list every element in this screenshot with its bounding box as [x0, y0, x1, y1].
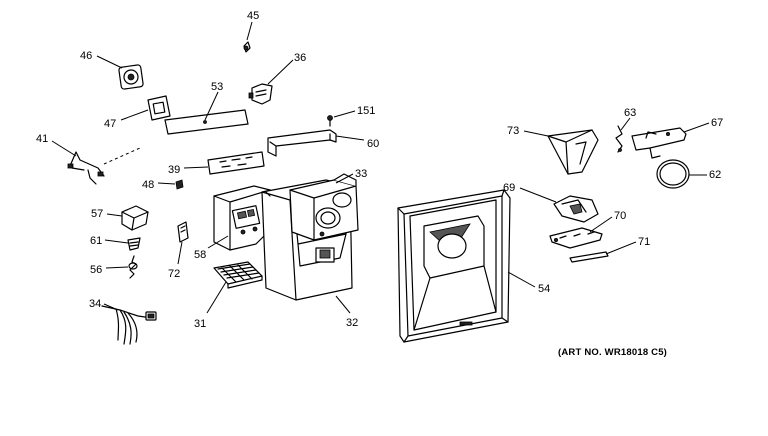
leader-151 [333, 110, 356, 118]
leader-31 [206, 281, 227, 314]
part-71-rod [569, 251, 609, 263]
callout-31: 31 [194, 318, 206, 330]
callout-56: 56 [90, 264, 102, 276]
callout-63: 63 [624, 107, 636, 119]
leader-57 [106, 213, 123, 217]
leader-46 [96, 55, 123, 69]
callout-62: 62 [709, 169, 721, 181]
leader-70 [589, 216, 613, 233]
callout-32: 32 [346, 317, 358, 329]
part-46-knob [118, 64, 144, 90]
part-57-solenoid [121, 205, 149, 231]
leader-60 [335, 135, 365, 141]
part-151-screw [327, 115, 333, 127]
part-36-switch [248, 83, 273, 105]
part-73-funnel [547, 129, 599, 175]
part-56-plunger [128, 255, 138, 279]
callout-46: 46 [80, 50, 92, 62]
callout-69: 69 [503, 182, 515, 194]
callout-57: 57 [91, 208, 103, 220]
leader-63 [620, 117, 631, 131]
part-31-drip-grille [213, 261, 263, 289]
callout-53: 53 [211, 81, 223, 93]
part-67-lever-arm [631, 127, 687, 159]
callout-47: 47 [104, 118, 116, 130]
part-61-spring [127, 237, 141, 251]
leader-71 [605, 241, 637, 255]
leader-69 [519, 187, 557, 203]
callout-71: 71 [638, 236, 650, 248]
part-41-lever [67, 151, 105, 185]
art-number: (ART NO. WR18018 C5) [558, 347, 667, 358]
leader-47 [120, 109, 149, 121]
part-70-slide [549, 227, 603, 249]
callout-36: 36 [294, 52, 306, 64]
leader-56 [105, 266, 129, 269]
leader-61 [104, 239, 129, 244]
callout-67: 67 [711, 117, 723, 129]
part-58-control-housing [213, 185, 271, 251]
leader-48 [157, 182, 176, 185]
part-33-ice-chute [289, 173, 359, 241]
callout-39: 39 [168, 164, 180, 176]
leader-72 [177, 241, 183, 265]
callout-45: 45 [247, 10, 259, 22]
leader-32 [335, 295, 351, 314]
part-34-wire-harness [101, 305, 157, 345]
leader-53 [204, 91, 219, 121]
leader-39 [183, 166, 209, 169]
part-53-plate [164, 109, 249, 135]
leader-33 [335, 173, 354, 184]
callout-41: 41 [36, 133, 48, 145]
part-60-channel [267, 129, 337, 157]
leader-73 [523, 130, 549, 137]
callout-151: 151 [357, 105, 375, 117]
part-69-chute-bracket [553, 195, 599, 223]
callout-58: 58 [194, 249, 206, 261]
leader-45 [246, 21, 253, 41]
leader-34 [103, 303, 119, 311]
leader-41 [51, 140, 77, 157]
part-54-front-panel [397, 189, 511, 343]
leader-54 [507, 271, 536, 288]
callout-48: 48 [142, 179, 154, 191]
part-48-clip [175, 179, 184, 190]
part-63-spring [615, 125, 623, 153]
callout-73: 73 [507, 125, 519, 137]
part-47-frame [147, 95, 171, 121]
leader-58 [207, 235, 229, 249]
part-45-clip [243, 41, 251, 53]
callout-54: 54 [538, 283, 550, 295]
callout-70: 70 [614, 210, 626, 222]
leader-67 [683, 122, 710, 133]
callout-33: 33 [355, 168, 367, 180]
part-72-switch [177, 221, 189, 243]
callout-72: 72 [168, 268, 180, 280]
leader-41-dash [103, 147, 141, 165]
callout-34: 34 [89, 298, 101, 310]
callout-61: 61 [90, 235, 102, 247]
part-62-gasket [656, 159, 690, 189]
leader-36 [267, 59, 294, 85]
callout-60: 60 [367, 138, 379, 150]
part-39-board [207, 151, 265, 175]
